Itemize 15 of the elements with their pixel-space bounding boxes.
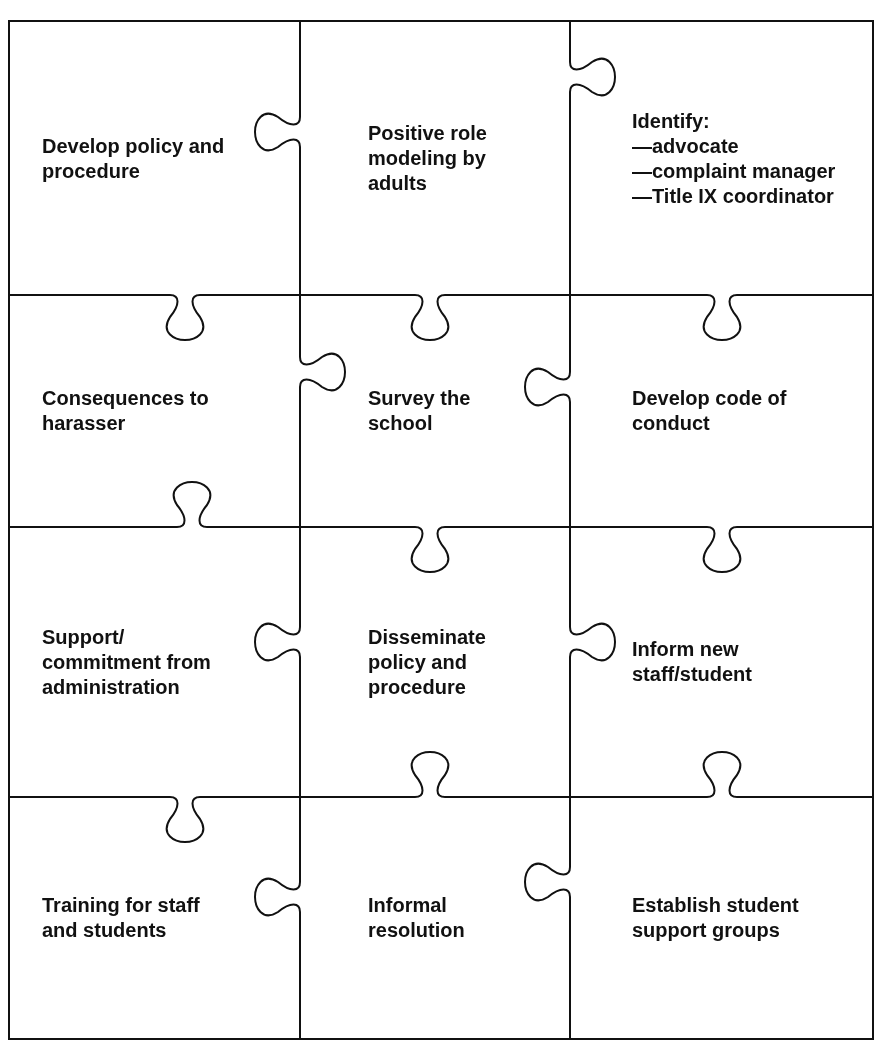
piece-text: Inform new staff/student: [632, 637, 753, 687]
piece-text: —advocate: [632, 133, 740, 159]
piece-text: Survey the school: [368, 386, 472, 436]
piece-text: Develop code of conduct: [632, 386, 788, 436]
piece-text: Informal resolution: [368, 892, 466, 943]
piece-text: Training for staff and students: [42, 892, 201, 943]
piece-text: Develop policy and procedure: [42, 133, 226, 184]
piece-text: Establish student support groups: [632, 892, 800, 943]
piece-text: Disseminate policy and procedure: [368, 624, 487, 700]
piece-text: Identify:: [632, 108, 711, 134]
piece-text: Positive role modeling by adults: [368, 121, 488, 196]
piece-text: Consequences to harasser: [42, 386, 210, 436]
piece-text: —Title IX coordinator: [632, 183, 835, 209]
piece-text: —complaint manager: [632, 158, 837, 184]
piece-text: Support/ commitment from administration: [42, 624, 212, 700]
